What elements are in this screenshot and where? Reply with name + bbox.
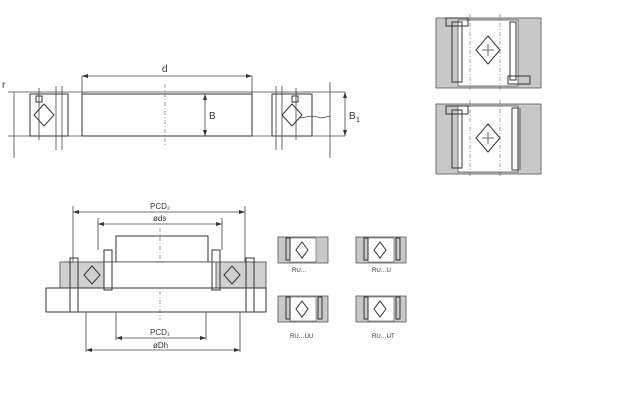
- variant-ru-ut: RU…UT: [355, 295, 407, 340]
- variant-ru-ut-label: RU…UT: [372, 334, 395, 340]
- variant-ru-label: RU…: [292, 268, 307, 274]
- detail-section-lower: [435, 100, 542, 178]
- dim-ds-label: øds: [153, 214, 166, 223]
- variant-ru-uu-label: RU…UU: [290, 334, 313, 340]
- mounting-assembly-view: PCD₂ øds PCD₁ øDh: [45, 202, 267, 352]
- dim-b1-label: B: [349, 111, 356, 122]
- variant-ru: RU…: [277, 236, 329, 274]
- variant-ru-u: RU…U: [355, 236, 407, 274]
- dim-b1-sub: 1: [356, 117, 360, 124]
- left-roller-icon: [33, 103, 55, 127]
- assembly-roller-right-icon: [223, 265, 241, 285]
- dim-pcd2-label: PCD₂: [150, 202, 170, 211]
- dim-dh-label: øDh: [153, 341, 168, 350]
- main-section-view: d B B 1 r: [2, 64, 360, 158]
- detail-section-upper: [435, 14, 542, 92]
- dim-r-label: r: [2, 80, 6, 91]
- dim-b-label: B: [209, 111, 216, 122]
- variant-ru-u-label: RU…U: [372, 268, 391, 274]
- bolt-right-inner-icon: [211, 249, 221, 291]
- assembly-roller-left-icon: [83, 265, 101, 285]
- dim-pcd1-label: PCD₁: [150, 328, 170, 337]
- right-roller-icon: [281, 103, 303, 127]
- dim-d-label: d: [162, 64, 168, 75]
- variant-ru-uu: RU…UU: [277, 295, 329, 340]
- bolt-left-inner-icon: [103, 249, 113, 291]
